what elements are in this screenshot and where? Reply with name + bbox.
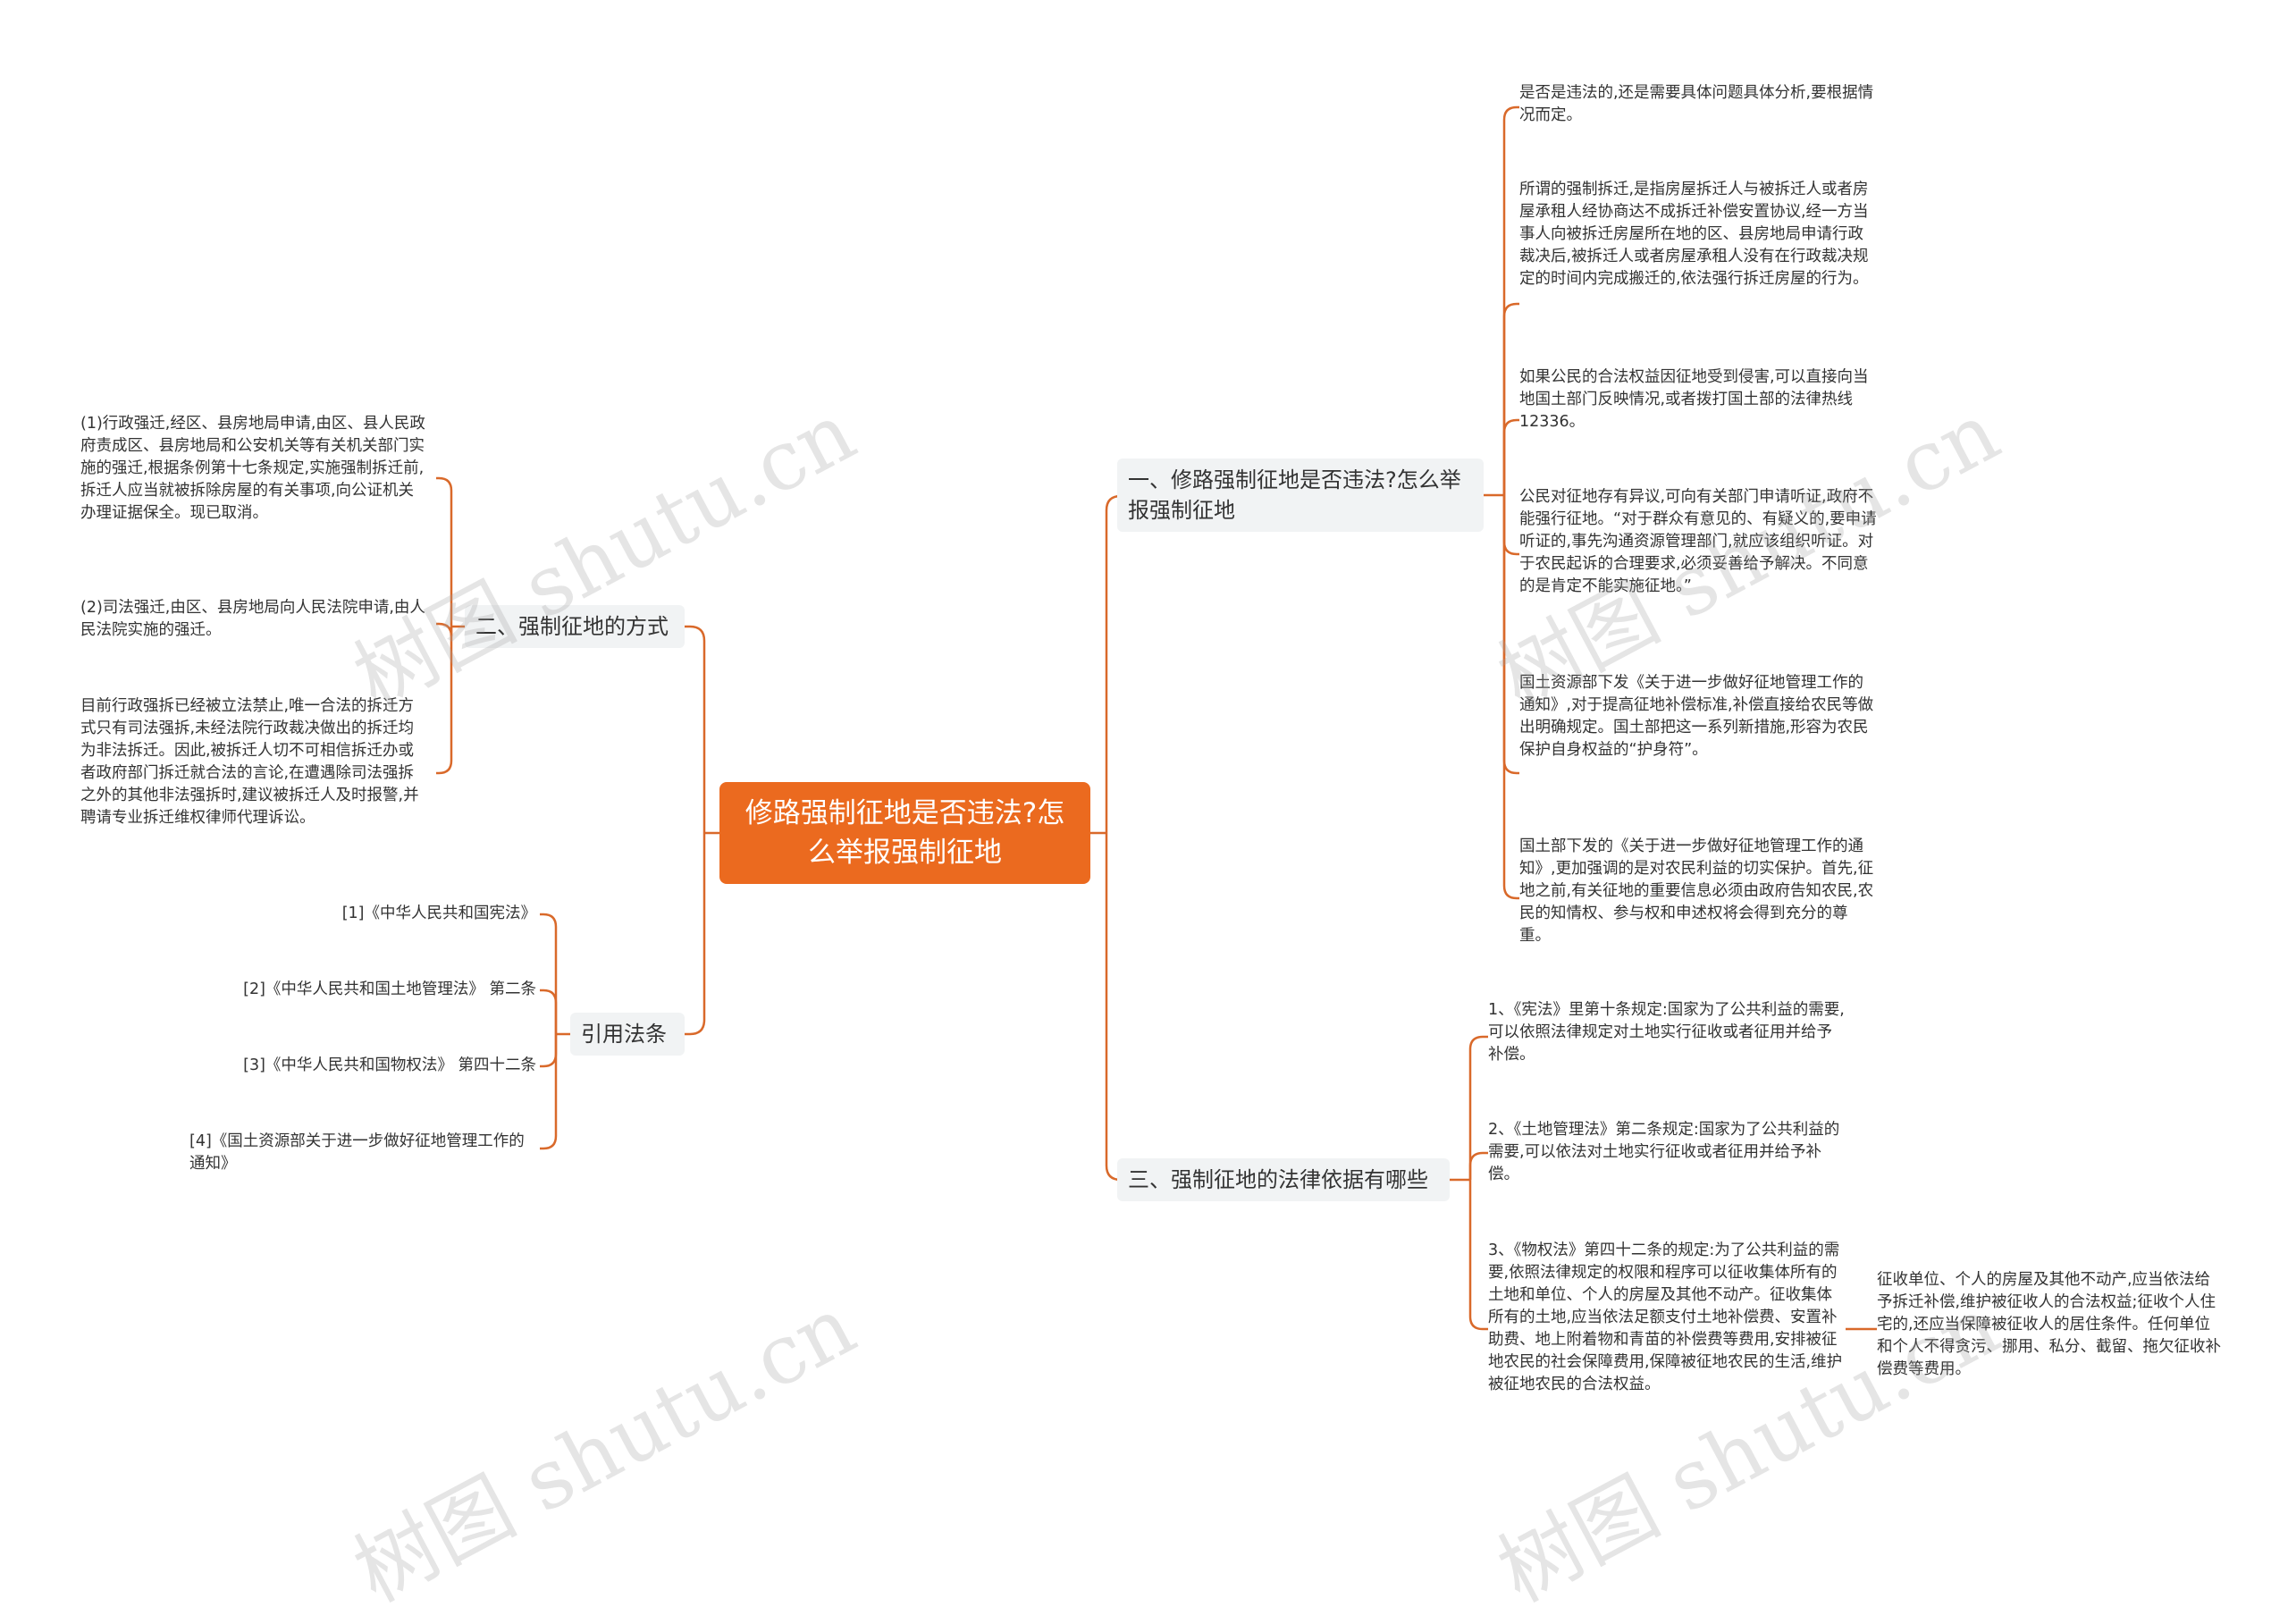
leaf-r1-5: 国土资源部下发《关于进一步做好征地管理工作的通知》,对于提高征地补偿标准,补偿直… xyxy=(1519,674,1874,759)
leaf-l1-1: (1)行政强迁,经区、县房地局申请,由区、县人民政府责成区、县房地局和公安机关等… xyxy=(80,415,425,522)
connector-line xyxy=(1468,1035,1488,1180)
connector-line xyxy=(1105,494,1122,833)
connector-line xyxy=(540,913,558,1034)
connector-line xyxy=(1502,105,1519,495)
leaf-r2-3: 3、《物权法》第四十二条的规定:为了公共利益的需要,依照法律规定的权限和程序可以… xyxy=(1488,1241,1843,1393)
connector-line xyxy=(540,989,558,1034)
connector-line xyxy=(685,833,706,1036)
branch-methods[interactable]: 二、强制征地的方式 xyxy=(465,605,685,648)
leaf-r2-2: 2、《土地管理法》第二条规定:国家为了公共利益的需要,可以依法对土地实行征收或者… xyxy=(1488,1121,1840,1183)
connector-line xyxy=(540,1034,558,1068)
connector-line xyxy=(1468,1180,1488,1331)
connector-line xyxy=(1468,1151,1488,1180)
leaf-l2-3: [3]《中华人民共和国物权法》 第四十二条 xyxy=(243,1056,536,1074)
connector-line xyxy=(685,625,706,833)
connector-line xyxy=(1502,302,1519,495)
connector-line xyxy=(1502,495,1519,900)
branch-illegal-and-report[interactable]: 一、修路强制征地是否违法?怎么举报强制征地 xyxy=(1117,459,1484,532)
leaf-r1-3: 如果公民的合法权益因征地受到侵害,可以直接向当地国土部门反映情况,或者拨打国土部… xyxy=(1519,368,1869,431)
connector-line xyxy=(540,1034,558,1150)
branch-cited-laws[interactable]: 引用法条 xyxy=(570,1013,685,1056)
root-topic[interactable]: 修路强制征地是否违法?怎么举报强制征地 xyxy=(719,782,1090,884)
connector-line xyxy=(436,476,453,627)
leaf-r2-1: 1、《宪法》里第十条规定:国家为了公共利益的需要,可以依照法律规定对土地实行征收… xyxy=(1488,1001,1845,1064)
leaf-r1-2: 所谓的强制拆迁,是指房屋拆迁人与被拆迁人或者房屋承租人经协商达不成拆迁补偿安置协… xyxy=(1519,181,1869,288)
leaf-l2-1: [1]《中华人民共和国宪法》 xyxy=(341,905,536,922)
leaf-r1-4: 公民对征地存有异议,可向有关部门申请听证,政府不能强行征地。“对于群众有意见的、… xyxy=(1519,488,1877,595)
connector-line xyxy=(1105,833,1122,1182)
connector-lines xyxy=(436,105,1877,1331)
connector-line xyxy=(1502,418,1519,495)
leaf-l2-2: [2]《中华人民共和国土地管理法》 第二条 xyxy=(243,980,536,998)
leaf-r1-6: 国土部下发的《关于进一步做好征地管理工作的通知》,更加强调的是对农民利益的切实保… xyxy=(1519,837,1874,945)
leaf-l2-4: [4]《国土资源部关于进一步做好征地管理工作的通知》 xyxy=(189,1132,525,1173)
connector-line xyxy=(436,627,453,775)
leaf-r2-3-sub: 征收单位、个人的房屋及其他不动产,应当依法给予拆迁补偿,维护被征收人的合法权益;… xyxy=(1877,1271,2221,1378)
connector-line xyxy=(1502,495,1519,775)
leaf-r1-1: 是否是违法的,还是需要具体问题具体分析,要根据情况而定。 xyxy=(1519,84,1874,124)
leaf-l1-3: 目前行政强拆已经被立法禁止,唯一合法的拆迁方式只有司法强拆,未经法院行政裁决做出… xyxy=(80,697,419,827)
leaf-l1-2: (2)司法强迁,由区、县房地局向人民法院申请,由人民法院实施的强迁。 xyxy=(80,599,425,639)
branch-legal-basis[interactable]: 三、强制征地的法律依据有哪些 xyxy=(1117,1158,1450,1201)
connector-line xyxy=(1502,495,1519,556)
connector-line xyxy=(436,622,453,637)
